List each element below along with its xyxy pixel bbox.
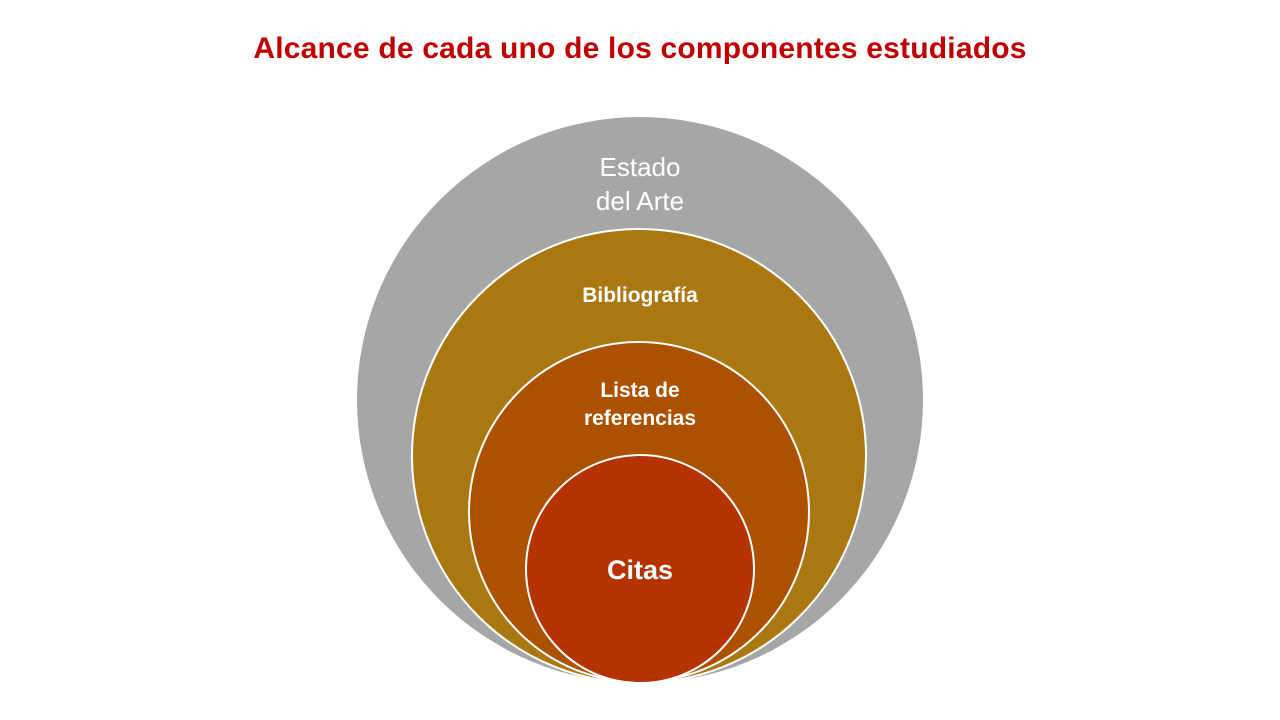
label-estado-del-arte: Estado del Arte [0, 150, 1280, 218]
label-lista-de-referencias-line-1: Lista de [600, 379, 680, 402]
label-citas: Citas [0, 553, 1280, 587]
label-lista-de-referencias-line-2: referencias [583, 407, 697, 430]
label-bibliografia: Bibliografía [0, 282, 1280, 310]
label-estado-del-arte-line-1: Estado [599, 152, 681, 182]
slide-title: Alcance de cada uno de los componentes e… [253, 32, 1027, 65]
circle-citas [525, 454, 755, 684]
label-bibliografia-line-1: Bibliografía [582, 284, 698, 307]
label-citas-line-1: Citas [606, 555, 674, 585]
label-estado-del-arte-line-2: del Arte [595, 186, 685, 216]
label-lista-de-referencias: Lista de referencias [0, 377, 1280, 433]
